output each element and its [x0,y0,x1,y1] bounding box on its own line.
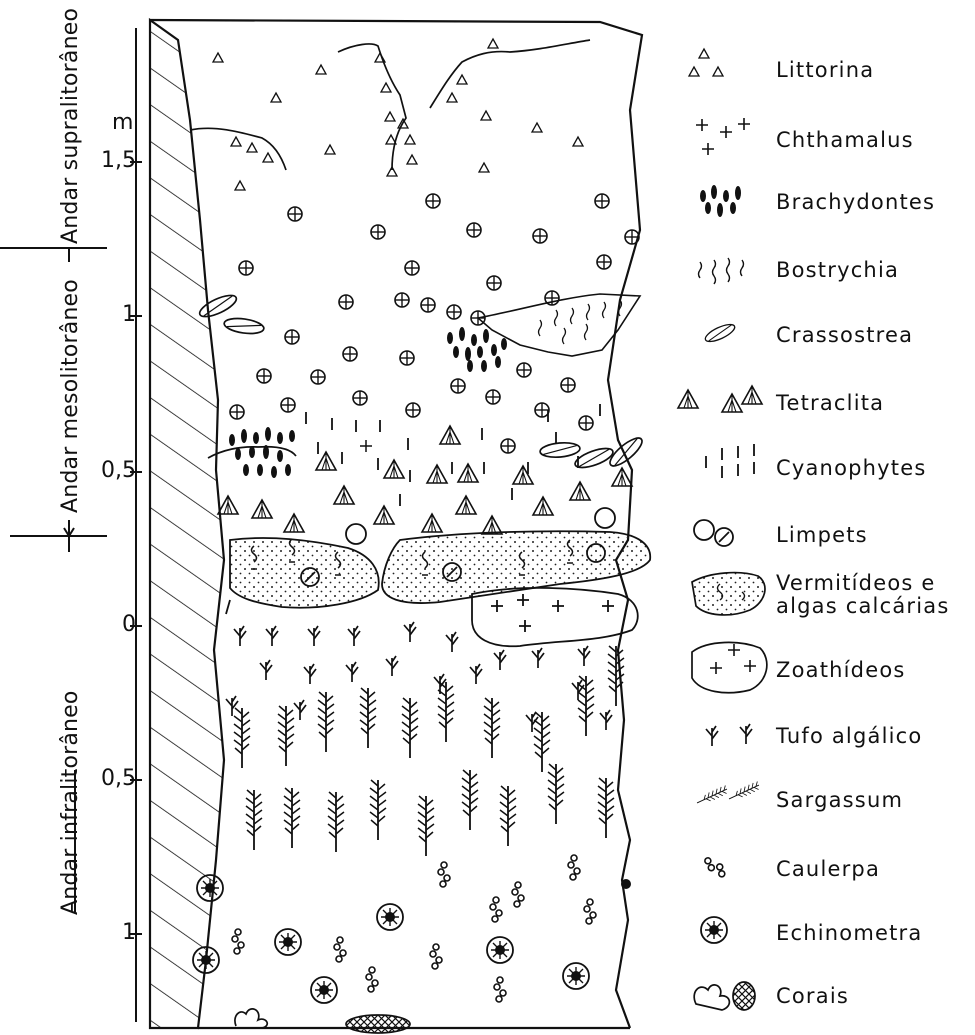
zoathideos-patch [472,588,638,646]
legend-label-caulerpa: Caulerpa [776,857,880,881]
legend-label-vermitideos: Vermitídeos e algas calcárias [776,572,949,618]
brachydontes-cluster-right [447,327,507,372]
crassostrea-icon [703,321,737,345]
legend-label-chthamalus: Chthamalus [776,128,914,152]
scale-unit: m [112,110,133,135]
legend-label-crassostrea: Crassostrea [776,323,913,347]
bostrychia-icon [699,258,744,284]
littorina-icon [689,49,723,76]
vermitid-coils [251,539,573,575]
echinometra-icon [701,917,727,943]
legend-label-bostrychia: Bostrychia [776,258,899,282]
legend-label-cyanophytes: Cyanophytes [776,456,926,480]
vermitideos-band-left [230,538,379,608]
littorina-field [213,39,583,190]
cyanophytes-field [306,404,600,506]
vermitideos-band-right [382,531,650,603]
tetraclita-field [218,426,632,534]
limpets-icon [694,520,733,546]
caulerpa-icon [702,854,729,879]
scale-axis [130,28,142,1022]
brachydontes-icon [700,185,741,217]
tufo-algalico-field [226,622,612,732]
limpets-group [301,508,615,586]
chthamalus-icon [696,118,750,155]
tufo-algalico-icon [706,724,752,746]
vermitideos-lower-edge [226,600,230,614]
chthamalus-field [230,194,639,453]
scale-tick-1-upper: 1 [76,302,136,327]
zone-separators [0,248,107,912]
legend-label-brachydontes: Brachydontes [776,190,935,214]
legend-label-tufo-algalico: Tufo algálico [776,724,922,748]
rock-wall-hatched [150,20,224,1028]
scale-tick-0-5-upper: 0,5 [76,458,136,483]
legend-label-vermitideos-line1: Vermitídeos e [776,572,949,595]
bostrychia-patch [478,294,640,356]
brachydontes-cluster-left [229,427,295,478]
bostrychia-squiggles [539,300,622,344]
zoathideos-crosses [491,594,614,632]
echinometra-field [193,875,631,1003]
rock-outline [150,20,642,1028]
scale-tick-1-lower: 1 [76,920,136,945]
legend-label-zoathideos: Zoathídeos [776,658,906,682]
zone-label-supralittoral: Andar supralitorâneo [58,8,83,244]
crassostrea-group [197,291,646,471]
corals-base [235,1009,410,1033]
scale-tick-0: 0 [76,612,136,637]
legend-label-echinometra: Echinometra [776,921,922,945]
legend-label-littorina: Littorina [776,58,874,82]
legend-label-sargassum: Sargassum [776,788,903,812]
rock-cracks [190,40,590,458]
scale-tick-0-5-lower: 0,5 [76,766,136,791]
caulerpa-field [232,855,596,1002]
tetraclita-icon [678,386,762,412]
legend-label-tetraclita: Tetraclita [776,391,884,415]
vermitideos-icon [692,573,765,615]
zone-label-infralittoral: Andar infralitorâneo [58,690,83,915]
scale-tick-1-5-upper: 1,5 [76,148,136,173]
legend-label-limpets: Limpets [776,523,868,547]
legend-label-corais: Corais [776,984,849,1008]
legend-label-vermitideos-line2: algas calcárias [776,595,949,618]
sargassum-icon [695,781,761,807]
sargassum-field [234,646,624,856]
corais-icon [694,982,755,1010]
cyanophytes-icon [706,444,754,478]
zoathideos-icon [692,642,767,692]
